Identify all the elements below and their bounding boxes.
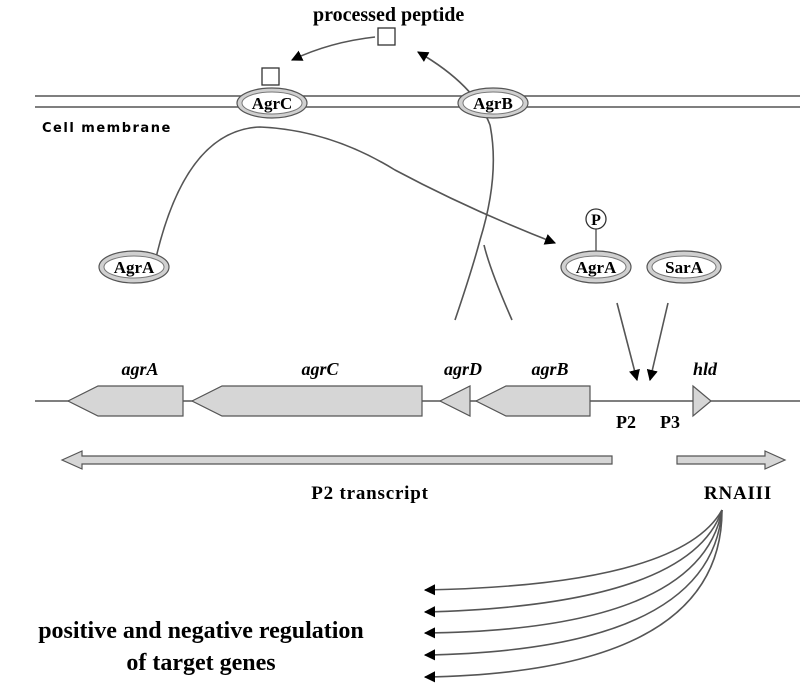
gene-agrb: agrB	[474, 359, 591, 417]
phosphate-label: P	[591, 212, 601, 229]
regulation-arrow-5	[423, 509, 723, 683]
agrc-protein-label: AgrC	[252, 94, 293, 113]
agra-to-promoter-arrow	[616, 302, 640, 382]
agrc-to-agra-arrow	[154, 126, 557, 263]
regulation-text-line2: of target genes	[126, 650, 275, 676]
gene-hld: hld	[692, 359, 718, 418]
agra-bound-label: AgrA	[576, 258, 617, 277]
bound-peptide-square	[261, 67, 280, 86]
agrb-protein: AgrB	[457, 87, 529, 119]
rnaiii-label: RNAIII	[704, 483, 772, 504]
regulation-arrow-2	[423, 509, 723, 618]
p2-transcript-arrow	[60, 450, 613, 470]
agra-free-protein: AgrA	[98, 250, 170, 284]
regulation-arrow-3	[423, 509, 723, 639]
regulation-text-line1: positive and negative regulation	[38, 618, 364, 644]
promoter-p3-label: P3	[660, 412, 680, 432]
agrc-protein: AgrC	[236, 87, 308, 119]
agra-phosphorylated-protein: AgrA	[560, 250, 632, 284]
promoter-p2-label: P2	[616, 412, 636, 432]
cell-membrane	[35, 95, 800, 108]
gene-agrc-label: agrC	[301, 359, 339, 379]
gene-agrd: agrD	[438, 359, 482, 417]
gene-agra-label: agrA	[121, 359, 158, 379]
agra-free-label: AgrA	[114, 258, 155, 277]
agrb-cross-curve	[483, 244, 513, 321]
sara-protein: SarA	[646, 250, 722, 284]
regulation-arrows	[423, 509, 723, 683]
regulation-arrow-4	[423, 509, 723, 661]
sara-to-promoter-arrow	[646, 302, 669, 382]
agrb-export-arrow	[417, 51, 495, 321]
gene-agrb-label: agrB	[531, 359, 568, 379]
regulation-arrow-1	[423, 509, 723, 596]
agrb-protein-label: AgrB	[473, 94, 513, 113]
rnaiii-transcript-arrow	[676, 450, 787, 470]
gene-agra: agrA	[66, 359, 184, 417]
sara-label: SarA	[665, 258, 704, 277]
gene-agrc: agrC	[190, 359, 423, 417]
p2-transcript-label: P2 transcript	[311, 483, 429, 504]
gene-agrd-label: agrD	[444, 359, 482, 379]
peptide-to-agrc-arrow	[290, 36, 376, 61]
phosphate-group: P	[585, 208, 607, 252]
processed-peptide-label: processed peptide	[313, 4, 464, 26]
cell-membrane-label: Cell membrane	[42, 121, 172, 136]
gene-hld-label: hld	[693, 359, 718, 379]
processed-peptide-square	[377, 27, 396, 46]
